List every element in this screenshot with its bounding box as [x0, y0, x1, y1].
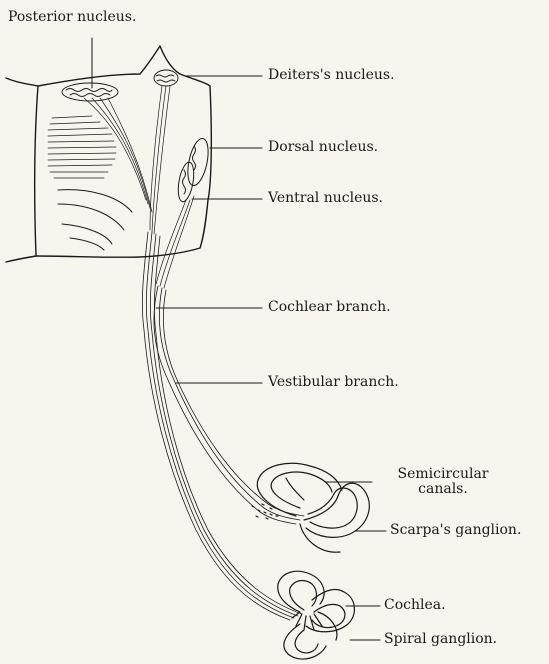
label-semicircular-canals-line1: Semicircular [388, 467, 498, 482]
label-ventral-nucleus: Ventral nucleus. [268, 191, 383, 206]
label-spiral-ganglion: Spiral ganglion. [384, 632, 497, 647]
medulla-curves [58, 190, 132, 250]
posterior-fibers [84, 98, 152, 212]
vestibular-branch-strand [154, 286, 304, 524]
label-scarpas-ganglion: Scarpa's ganglion. [390, 523, 521, 538]
dorsal-ventral-nuclei [176, 137, 212, 203]
cochlea-drawing [278, 571, 355, 659]
ventral-fibers [156, 196, 194, 288]
label-semicircular-canals-line2: canals. [388, 482, 498, 497]
label-cochlear-branch: Cochlear branch. [268, 300, 391, 315]
deiters-fibers [150, 86, 170, 234]
leader-lines [156, 76, 386, 640]
posterior-nucleus [62, 83, 118, 101]
label-dorsal-nucleus: Dorsal nucleus. [268, 140, 378, 155]
label-cochlea: Cochlea. [384, 598, 446, 613]
label-deiters-nucleus: Deiters's nucleus. [268, 68, 395, 83]
label-posterior-nucleus: Posterior nucleus. [8, 10, 136, 25]
medulla-outline [6, 46, 211, 262]
deiters-nucleus [154, 70, 178, 86]
medulla-hatching [48, 116, 116, 178]
label-vestibular-branch: Vestibular branch. [268, 375, 399, 390]
